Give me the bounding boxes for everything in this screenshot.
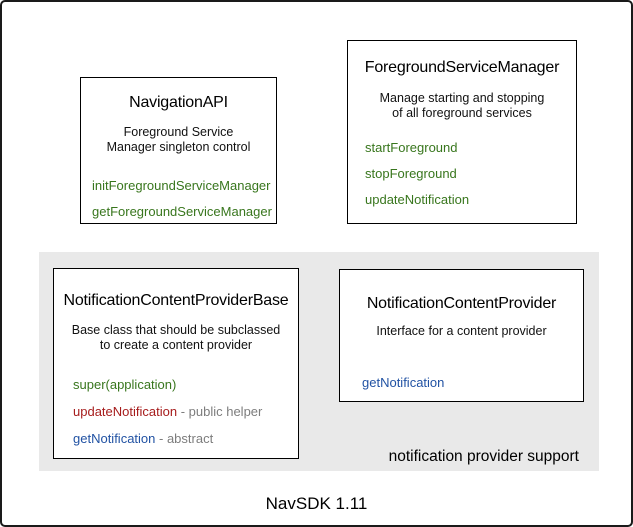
method-annotation: - public helper (180, 404, 263, 419)
method-get-foreground-service-manager: getForegroundServiceManager (92, 204, 272, 219)
method-stop-foreground: stopForeground (365, 166, 457, 181)
method-list: initForegroundServiceManager getForegrou… (81, 177, 276, 220)
panel-caption: notification provider support (388, 448, 579, 465)
method-name: updateNotification (73, 404, 178, 419)
description-line: of all foreground services (392, 106, 532, 120)
class-title: NotificationContentProvider (366, 295, 557, 312)
method-annotation: - abstract (159, 431, 214, 446)
method-list: super(application) updateNotification - … (54, 376, 298, 447)
class-box-notification-content-provider-base: NotificationContentProviderBase Base cla… (53, 268, 299, 459)
description-line: Interface for a content provider (376, 324, 547, 338)
class-description: Foreground Service Manager singleton con… (81, 125, 276, 155)
class-box-notification-content-provider: NotificationContentProvider Interface fo… (339, 269, 584, 402)
class-box-foreground-service-manager: ForegroundServiceManager Manage starting… (347, 40, 577, 224)
class-box-navigation-api: NavigationAPI Foreground Service Manager… (80, 77, 277, 224)
method-get-notification: getNotification (362, 375, 445, 390)
method-list: getNotification (340, 374, 583, 391)
method-super-application: super(application) (73, 377, 177, 392)
method-list: startForeground stopForeground updateNot… (348, 139, 576, 208)
class-description: Interface for a content provider (340, 324, 583, 339)
method-name: getNotification (73, 431, 156, 446)
method-update-notification: updateNotification (365, 192, 470, 207)
description-line: Manager singleton control (106, 140, 251, 154)
description-line: Manage starting and stopping (379, 91, 545, 105)
description-line: Base class that should be subclassed (71, 323, 281, 337)
class-title: NavigationAPI (129, 94, 228, 111)
description-line: Foreground Service (123, 125, 234, 139)
description-line: to create a content provider (99, 338, 253, 352)
notification-provider-support-panel: NotificationContentProviderBase Base cla… (39, 252, 599, 471)
sdk-version-label: NavSDK 1.11 (265, 494, 368, 513)
class-title: NotificationContentProviderBase (63, 292, 289, 309)
method-get-notification: getNotification - abstract (73, 430, 298, 447)
method-start-foreground: startForeground (365, 140, 458, 155)
class-description: Manage starting and stopping of all fore… (348, 91, 576, 121)
class-title: ForegroundServiceManager (364, 59, 560, 76)
method-init-foreground-service-manager: initForegroundServiceManager (92, 178, 271, 193)
class-description: Base class that should be subclassed to … (54, 323, 298, 353)
method-update-notification: updateNotification - public helper (73, 403, 298, 420)
